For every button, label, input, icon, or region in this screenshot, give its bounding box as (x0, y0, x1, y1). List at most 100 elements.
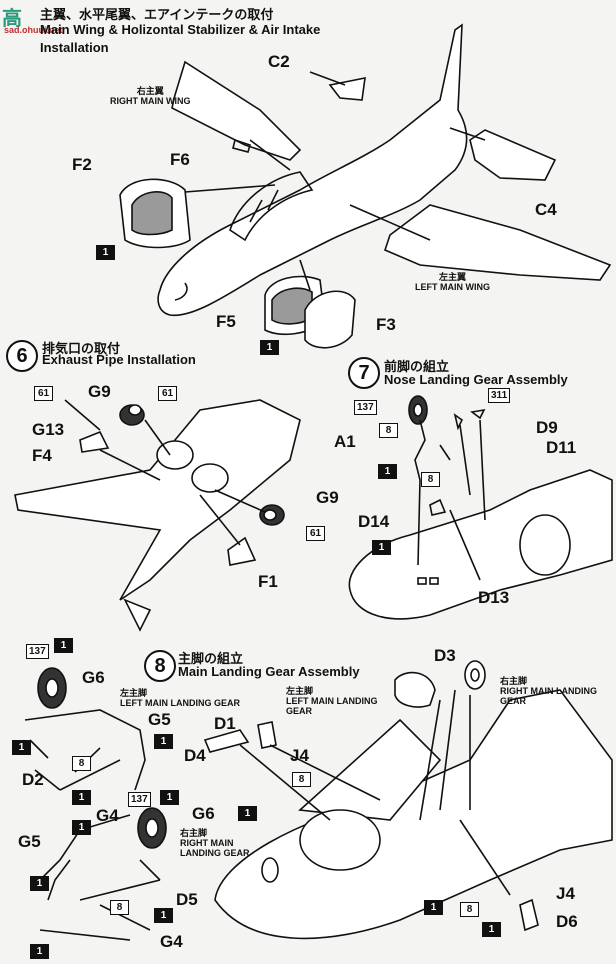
right-main-wing-label-jp: 右主翼 (136, 86, 164, 96)
part-g4-top: G4 (96, 806, 119, 825)
step6-title-en: Exhaust Pipe Installation (42, 352, 196, 367)
part-j4-left: J4 (290, 746, 309, 765)
step8-door-d1 (257, 721, 277, 749)
part-d2: D2 (22, 770, 44, 789)
part-a1: A1 (334, 432, 356, 451)
part-g6-left: G6 (82, 668, 105, 687)
part-g9-bottom: G9 (316, 488, 339, 507)
step8-aircraft (214, 689, 613, 940)
step8-right-strut (39, 814, 161, 941)
part-g5-left: G5 (148, 710, 171, 729)
step8-wheel-g6-left (37, 667, 67, 709)
color-ref-137: 137 (128, 792, 151, 807)
color-ref-1: 1 (372, 540, 391, 555)
color-ref-1: 1 (54, 638, 73, 653)
part-c4: C4 (535, 200, 557, 219)
step8-title-jp: 主脚の組立 (178, 651, 244, 666)
right-main-wing-label-en: RIGHT MAIN WING (110, 96, 191, 106)
right-main-gear-label-top-en2: GEAR (500, 696, 527, 706)
watermark-domain: sad.ohuui.net (4, 25, 63, 35)
part-d9: D9 (536, 418, 558, 437)
color-ref-1: 1 (30, 876, 49, 891)
color-ref-8: 8 (460, 902, 479, 917)
step6-arrows (64, 399, 266, 546)
step8-door-d4 (203, 729, 250, 753)
step7-number: 7 (348, 357, 380, 389)
left-main-gear-label-jp: 左主脚 (120, 688, 148, 698)
color-ref-1: 1 (378, 464, 397, 479)
step6-title-jp: 排気口の取付 (42, 341, 121, 356)
part-d11: D11 (546, 438, 577, 457)
right-main-gear-label: 右主脚 RIGHT MAIN LANDING GEAR (180, 828, 250, 858)
right-main-gear-label-top: 右主脚 RIGHT MAIN LANDING GEAR (500, 676, 597, 706)
color-ref-61: 61 (34, 386, 53, 401)
part-f3: F3 (376, 315, 396, 334)
color-ref-1: 1 (96, 245, 115, 260)
color-ref-1: 1 (238, 806, 257, 821)
step8-wheel-g6-right (137, 807, 167, 849)
color-ref-1: 1 (30, 944, 49, 959)
color-ref-137: 137 (26, 644, 49, 659)
step5-title-en-line1: Main Wing & Holizontal Stabilizer & Air … (40, 22, 321, 37)
color-ref-311: 311 (488, 388, 511, 403)
step6-exhaust-g9-bottom (259, 504, 285, 526)
part-f5: F5 (216, 312, 236, 331)
part-f4: F4 (32, 446, 52, 465)
watermark-logo: 高 (2, 8, 23, 30)
right-main-gear-label-top-jp: 右主脚 (500, 676, 528, 686)
left-main-gear-label-center: 左主脚 LEFT MAIN LANDING GEAR (286, 686, 378, 716)
step5-title-jp: 主翼、水平尾翼、エアインテークの取付 (40, 7, 274, 22)
part-d6: D6 (556, 912, 578, 931)
step7-title-en: Nose Landing Gear Assembly (384, 372, 568, 387)
part-f1: F1 (258, 572, 278, 591)
step8-title-en: Main Landing Gear Assembly (178, 664, 360, 679)
left-main-wing-label: 左主翼 LEFT MAIN WING (415, 272, 490, 292)
step8-number: 8 (144, 650, 176, 682)
step7-fuselage (348, 469, 613, 620)
color-ref-1: 1 (482, 922, 501, 937)
color-ref-1: 1 (154, 908, 173, 923)
step8-door-d6 (519, 898, 539, 932)
step8-arrows (239, 689, 511, 896)
color-ref-8: 8 (72, 756, 91, 771)
left-main-gear-label-en: LEFT MAIN LANDING GEAR (120, 698, 240, 708)
color-ref-1: 1 (160, 790, 179, 805)
color-ref-1: 1 (12, 740, 31, 755)
right-main-gear-label-en1: RIGHT MAIN (180, 838, 234, 848)
right-main-wing-label: 右主翼 RIGHT MAIN WING (110, 86, 191, 106)
step8-wheel-d3 (464, 660, 486, 690)
left-main-wing-label-jp: 左主翼 (438, 272, 466, 282)
color-ref-137: 137 (354, 400, 377, 415)
right-main-gear-label-en2: LANDING GEAR (180, 848, 250, 858)
color-ref-1: 1 (72, 790, 91, 805)
step6-number: 6 (6, 340, 38, 372)
step5-left-wing (384, 204, 612, 281)
step7-title-jp: 前脚の組立 (384, 359, 450, 374)
part-j4-right: J4 (556, 884, 575, 903)
part-f6: F6 (170, 150, 190, 169)
left-main-wing-label-en: LEFT MAIN WING (415, 282, 490, 292)
part-f2: F2 (72, 155, 92, 174)
step6-exhaust-g9-top (119, 404, 145, 426)
color-ref-1: 1 (72, 820, 91, 835)
part-d13: D13 (478, 588, 510, 607)
color-ref-61: 61 (158, 386, 177, 401)
right-main-gear-label-jp: 右主脚 (180, 828, 208, 838)
left-main-gear-label-center-jp: 左主脚 (286, 686, 314, 696)
part-g5-right: G5 (18, 832, 41, 851)
left-main-gear-label-center-en2: GEAR (286, 706, 313, 716)
part-d4: D4 (184, 746, 206, 765)
color-ref-8: 8 (379, 423, 398, 438)
step6-aircraft (14, 399, 301, 632)
part-d1: D1 (214, 714, 236, 733)
step7-strut (414, 408, 486, 581)
step5-arrows (184, 71, 486, 291)
step8-left-strut (24, 709, 146, 791)
color-ref-8: 8 (110, 900, 129, 915)
color-ref-1: 1 (260, 340, 279, 355)
step5-title-en-line2: Installation (40, 40, 109, 55)
part-d14: D14 (358, 512, 390, 531)
step5-intake-f3 (304, 290, 356, 349)
part-g9-top: G9 (88, 382, 111, 401)
